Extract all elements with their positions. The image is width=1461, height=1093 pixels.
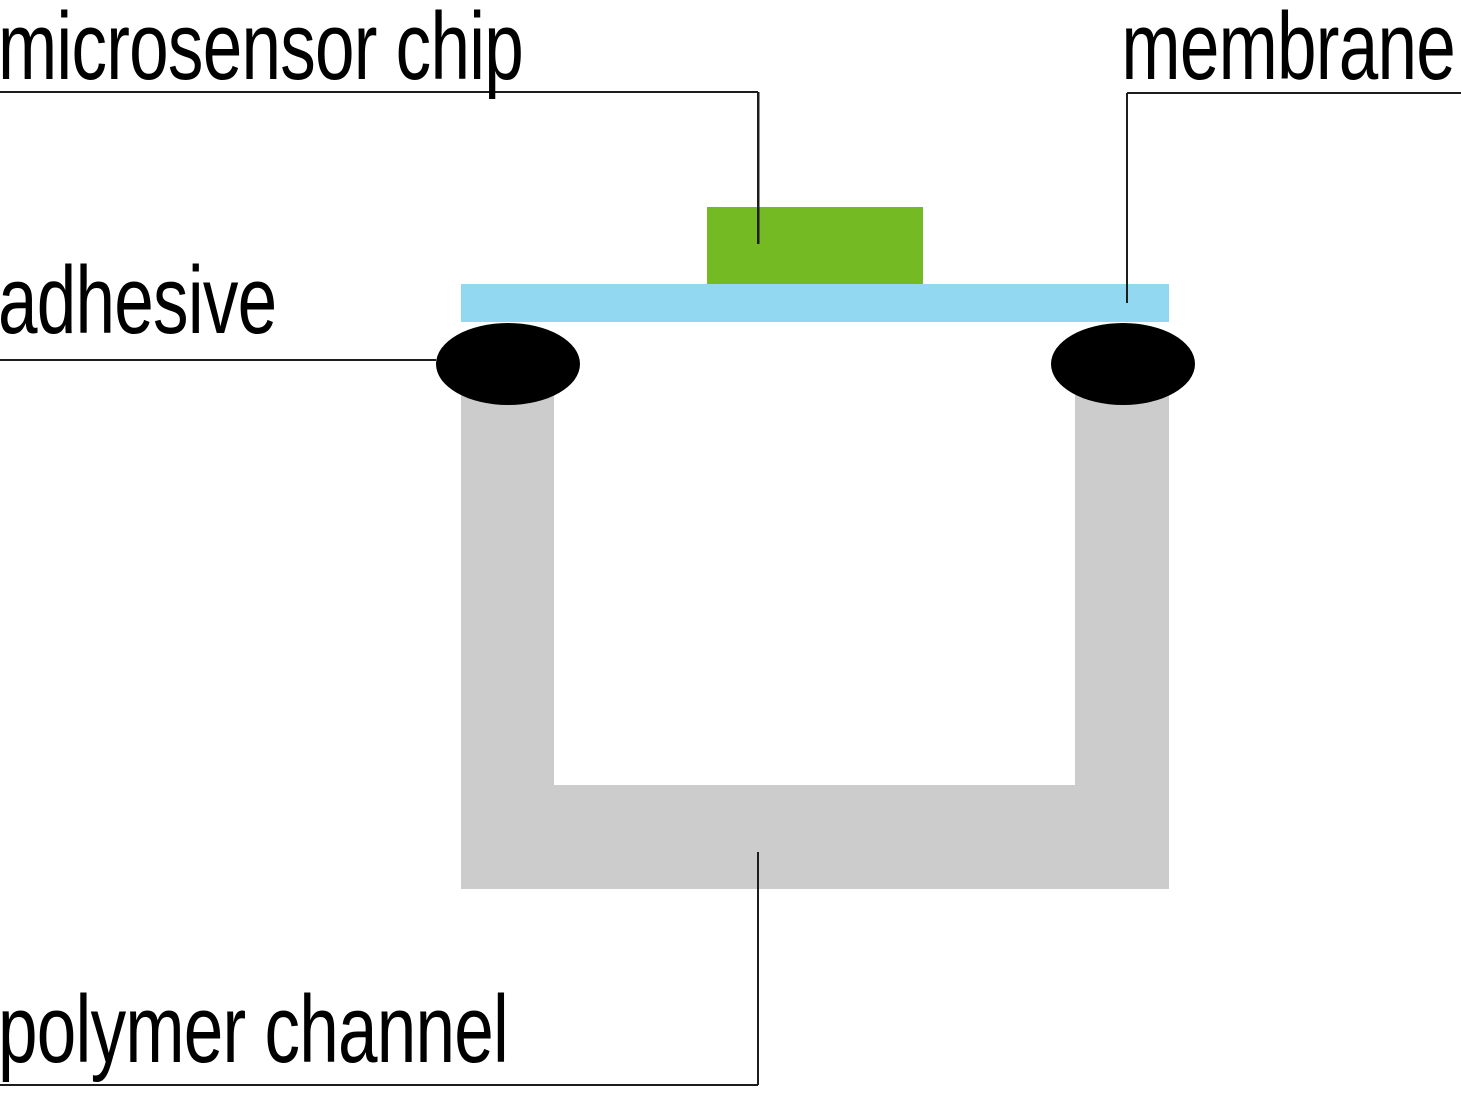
- polymer-channel-shape: [461, 370, 1169, 889]
- membrane-strip: [461, 284, 1169, 322]
- membrane-leader-line: [1126, 92, 1461, 303]
- adhesive-blob-left: [436, 323, 580, 405]
- channel-leader-line: [0, 852, 759, 1086]
- channel-bottom-wall: [461, 785, 1169, 889]
- label-polymer-channel: polymer channel: [0, 976, 508, 1083]
- label-microsensor-chip: microsensor chip: [0, 0, 523, 99]
- microsensor-chip-block: [707, 207, 923, 284]
- label-adhesive: adhesive: [0, 247, 276, 354]
- label-membrane: membrane: [1121, 0, 1455, 99]
- chip-leader-line: [0, 91, 760, 244]
- adhesive-blob-right: [1051, 323, 1195, 405]
